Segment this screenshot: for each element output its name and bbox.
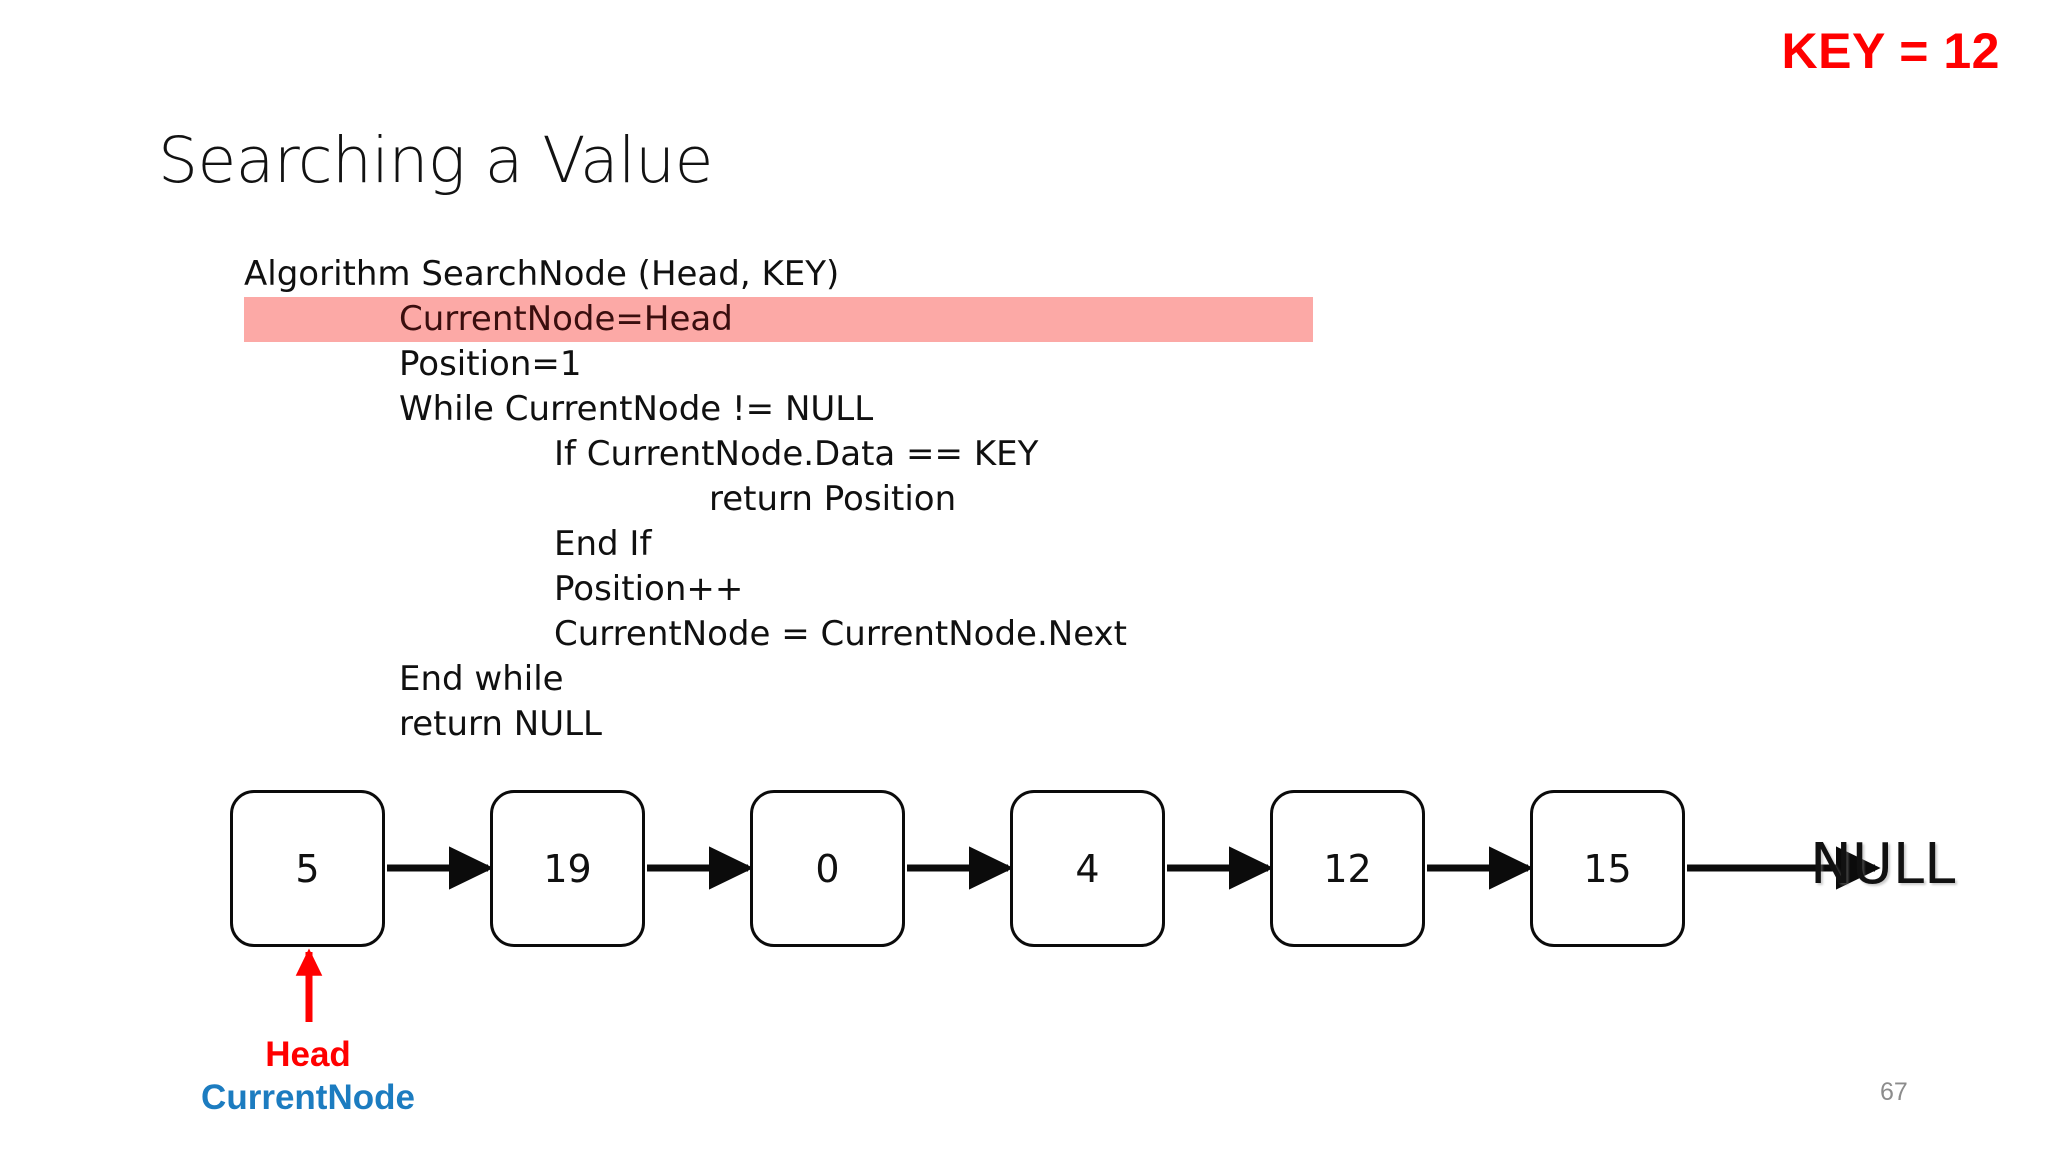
list-node: 12 <box>1270 790 1425 947</box>
code-line-text: While CurrentNode != NULL <box>399 389 874 429</box>
null-terminator-label: NULL <box>1810 832 1956 897</box>
list-node-value: 5 <box>295 846 320 891</box>
code-line-text: If CurrentNode.Data == KEY <box>554 434 1039 474</box>
code-line: return Position <box>244 477 1544 522</box>
list-node: 19 <box>490 790 645 947</box>
key-banner: KEY = 12 <box>1781 23 2000 79</box>
code-line: Position++ <box>244 567 1544 612</box>
code-line-text: Position=1 <box>399 344 582 384</box>
list-node-value: 15 <box>1583 846 1632 891</box>
code-line: Algorithm SearchNode (Head, KEY) <box>244 252 1544 297</box>
head-pointer-label: Head <box>265 1035 351 1074</box>
list-node-value: 12 <box>1323 846 1372 891</box>
code-line: CurrentNode = CurrentNode.Next <box>244 612 1544 657</box>
code-line: If CurrentNode.Data == KEY <box>244 432 1544 477</box>
code-line-text: End while <box>399 659 564 699</box>
page-title: Searching a Value <box>158 124 713 197</box>
code-line: End while <box>244 657 1544 702</box>
code-line-text: Position++ <box>554 569 744 609</box>
code-line-text: End If <box>554 524 652 564</box>
code-line-text: Algorithm SearchNode (Head, KEY) <box>244 254 840 294</box>
code-line: While CurrentNode != NULL <box>244 387 1544 432</box>
code-line: return NULL <box>244 702 1544 747</box>
code-line-text: CurrentNode=Head <box>399 299 733 339</box>
list-node-value: 4 <box>1075 846 1100 891</box>
code-line-text: return NULL <box>399 704 602 744</box>
currentnode-pointer-label: CurrentNode <box>201 1078 415 1117</box>
code-line-highlighted: CurrentNode=Head <box>244 297 1313 342</box>
code-line-text: CurrentNode = CurrentNode.Next <box>554 614 1127 654</box>
list-node: 0 <box>750 790 905 947</box>
list-node: 5 <box>230 790 385 947</box>
list-node: 4 <box>1010 790 1165 947</box>
list-node-value: 19 <box>543 846 592 891</box>
list-node-value: 0 <box>815 846 840 891</box>
code-line-text: return Position <box>709 479 957 519</box>
code-line: Position=1 <box>244 342 1544 387</box>
page-number: 67 <box>1880 1078 1908 1106</box>
code-line: End If <box>244 522 1544 567</box>
list-node: 15 <box>1530 790 1685 947</box>
algorithm-pseudocode: Algorithm SearchNode (Head, KEY) CurrentN… <box>244 252 1544 747</box>
